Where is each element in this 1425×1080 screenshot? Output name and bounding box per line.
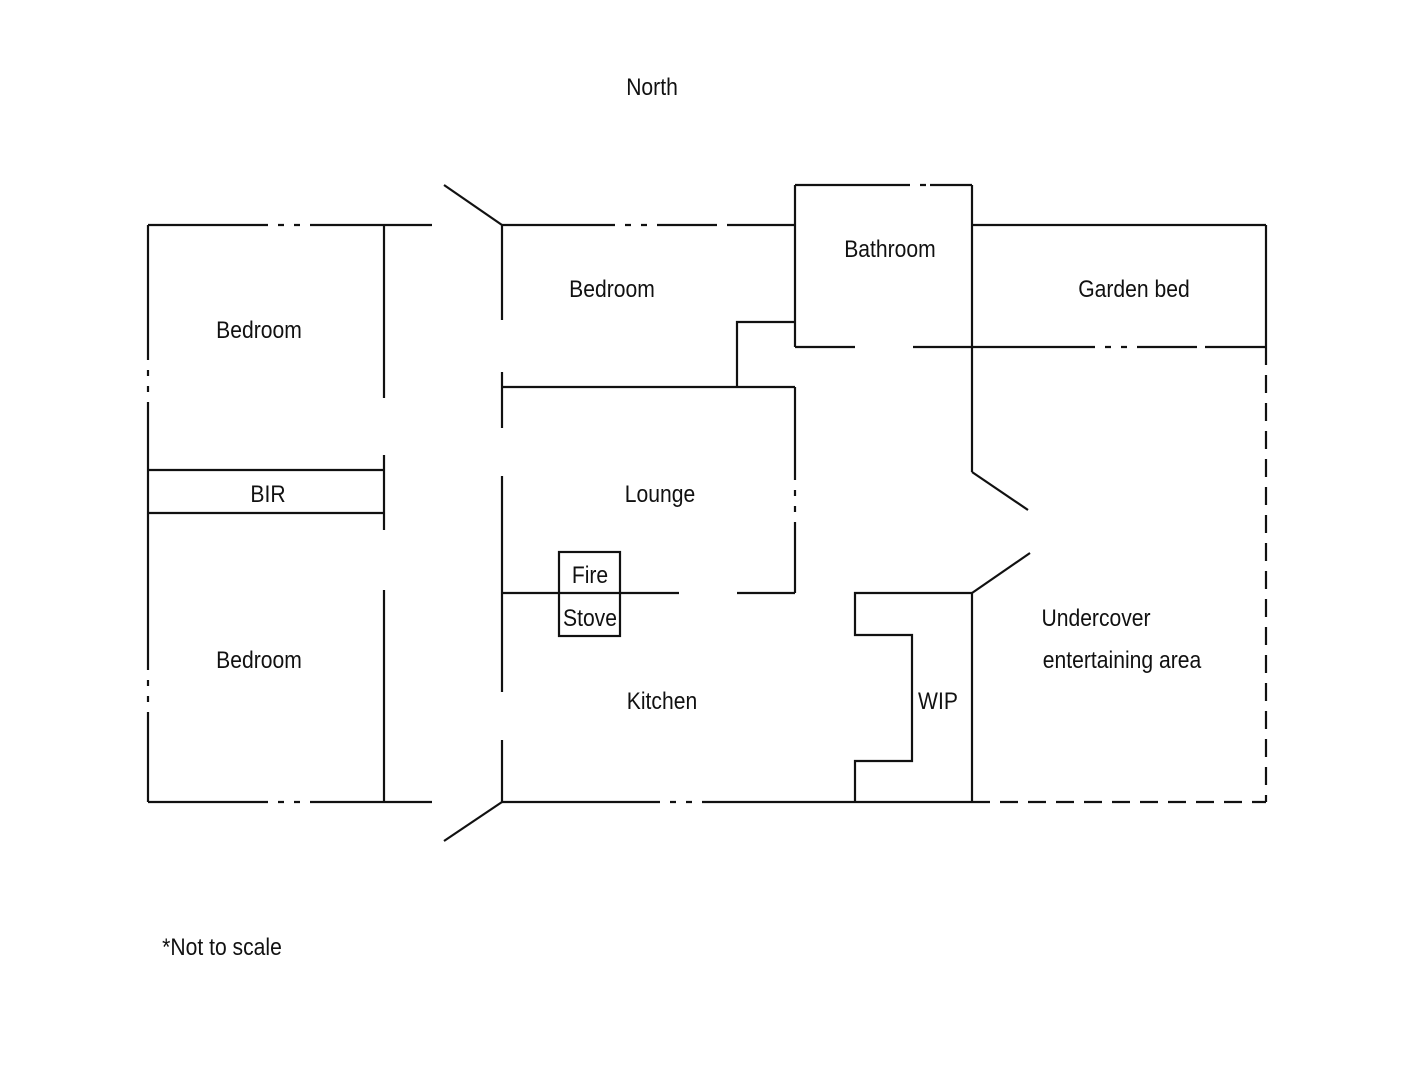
fire-label: Fire	[572, 562, 608, 589]
west-wing-walls	[146, 223, 432, 804]
undercover-label-line2: entertaining area	[1043, 647, 1202, 674]
kitchen-label: Kitchen	[627, 688, 697, 715]
not-to-scale-note: *Not to scale	[162, 934, 282, 961]
rear-doors	[971, 471, 1031, 594]
bathroom-label: Bathroom	[844, 236, 936, 263]
bedroom-closet-wall	[735, 320, 795, 387]
garden-bed-label: Garden bed	[1078, 276, 1189, 303]
interior-partitions	[502, 320, 797, 638]
bedroom-west-top-label: Bedroom	[216, 317, 302, 344]
bathroom-walls	[793, 183, 974, 472]
bedroom-west-bottom-label: Bedroom	[216, 647, 302, 674]
hall-door-south	[443, 801, 503, 842]
garden-bed-walls	[972, 223, 1268, 349]
wip-label: WIP	[918, 688, 958, 715]
stove-label: Stove	[563, 605, 617, 632]
rear-door-upper	[971, 471, 1029, 511]
wip-walls	[853, 591, 974, 802]
lounge-label: Lounge	[625, 481, 695, 508]
wip-outline	[853, 591, 972, 802]
undercover-area-outline	[972, 347, 1268, 804]
rear-door-lower	[971, 552, 1031, 594]
hall-door-north	[443, 184, 503, 226]
bir-label: BIR	[250, 481, 285, 508]
main-block-walls	[500, 223, 972, 804]
north-label: North	[626, 74, 678, 101]
hallway-doors	[443, 184, 503, 842]
fire-stove-box	[557, 550, 622, 638]
bedroom-center-label: Bedroom	[569, 276, 655, 303]
undercover-label-line1: Undercover	[1041, 605, 1151, 632]
